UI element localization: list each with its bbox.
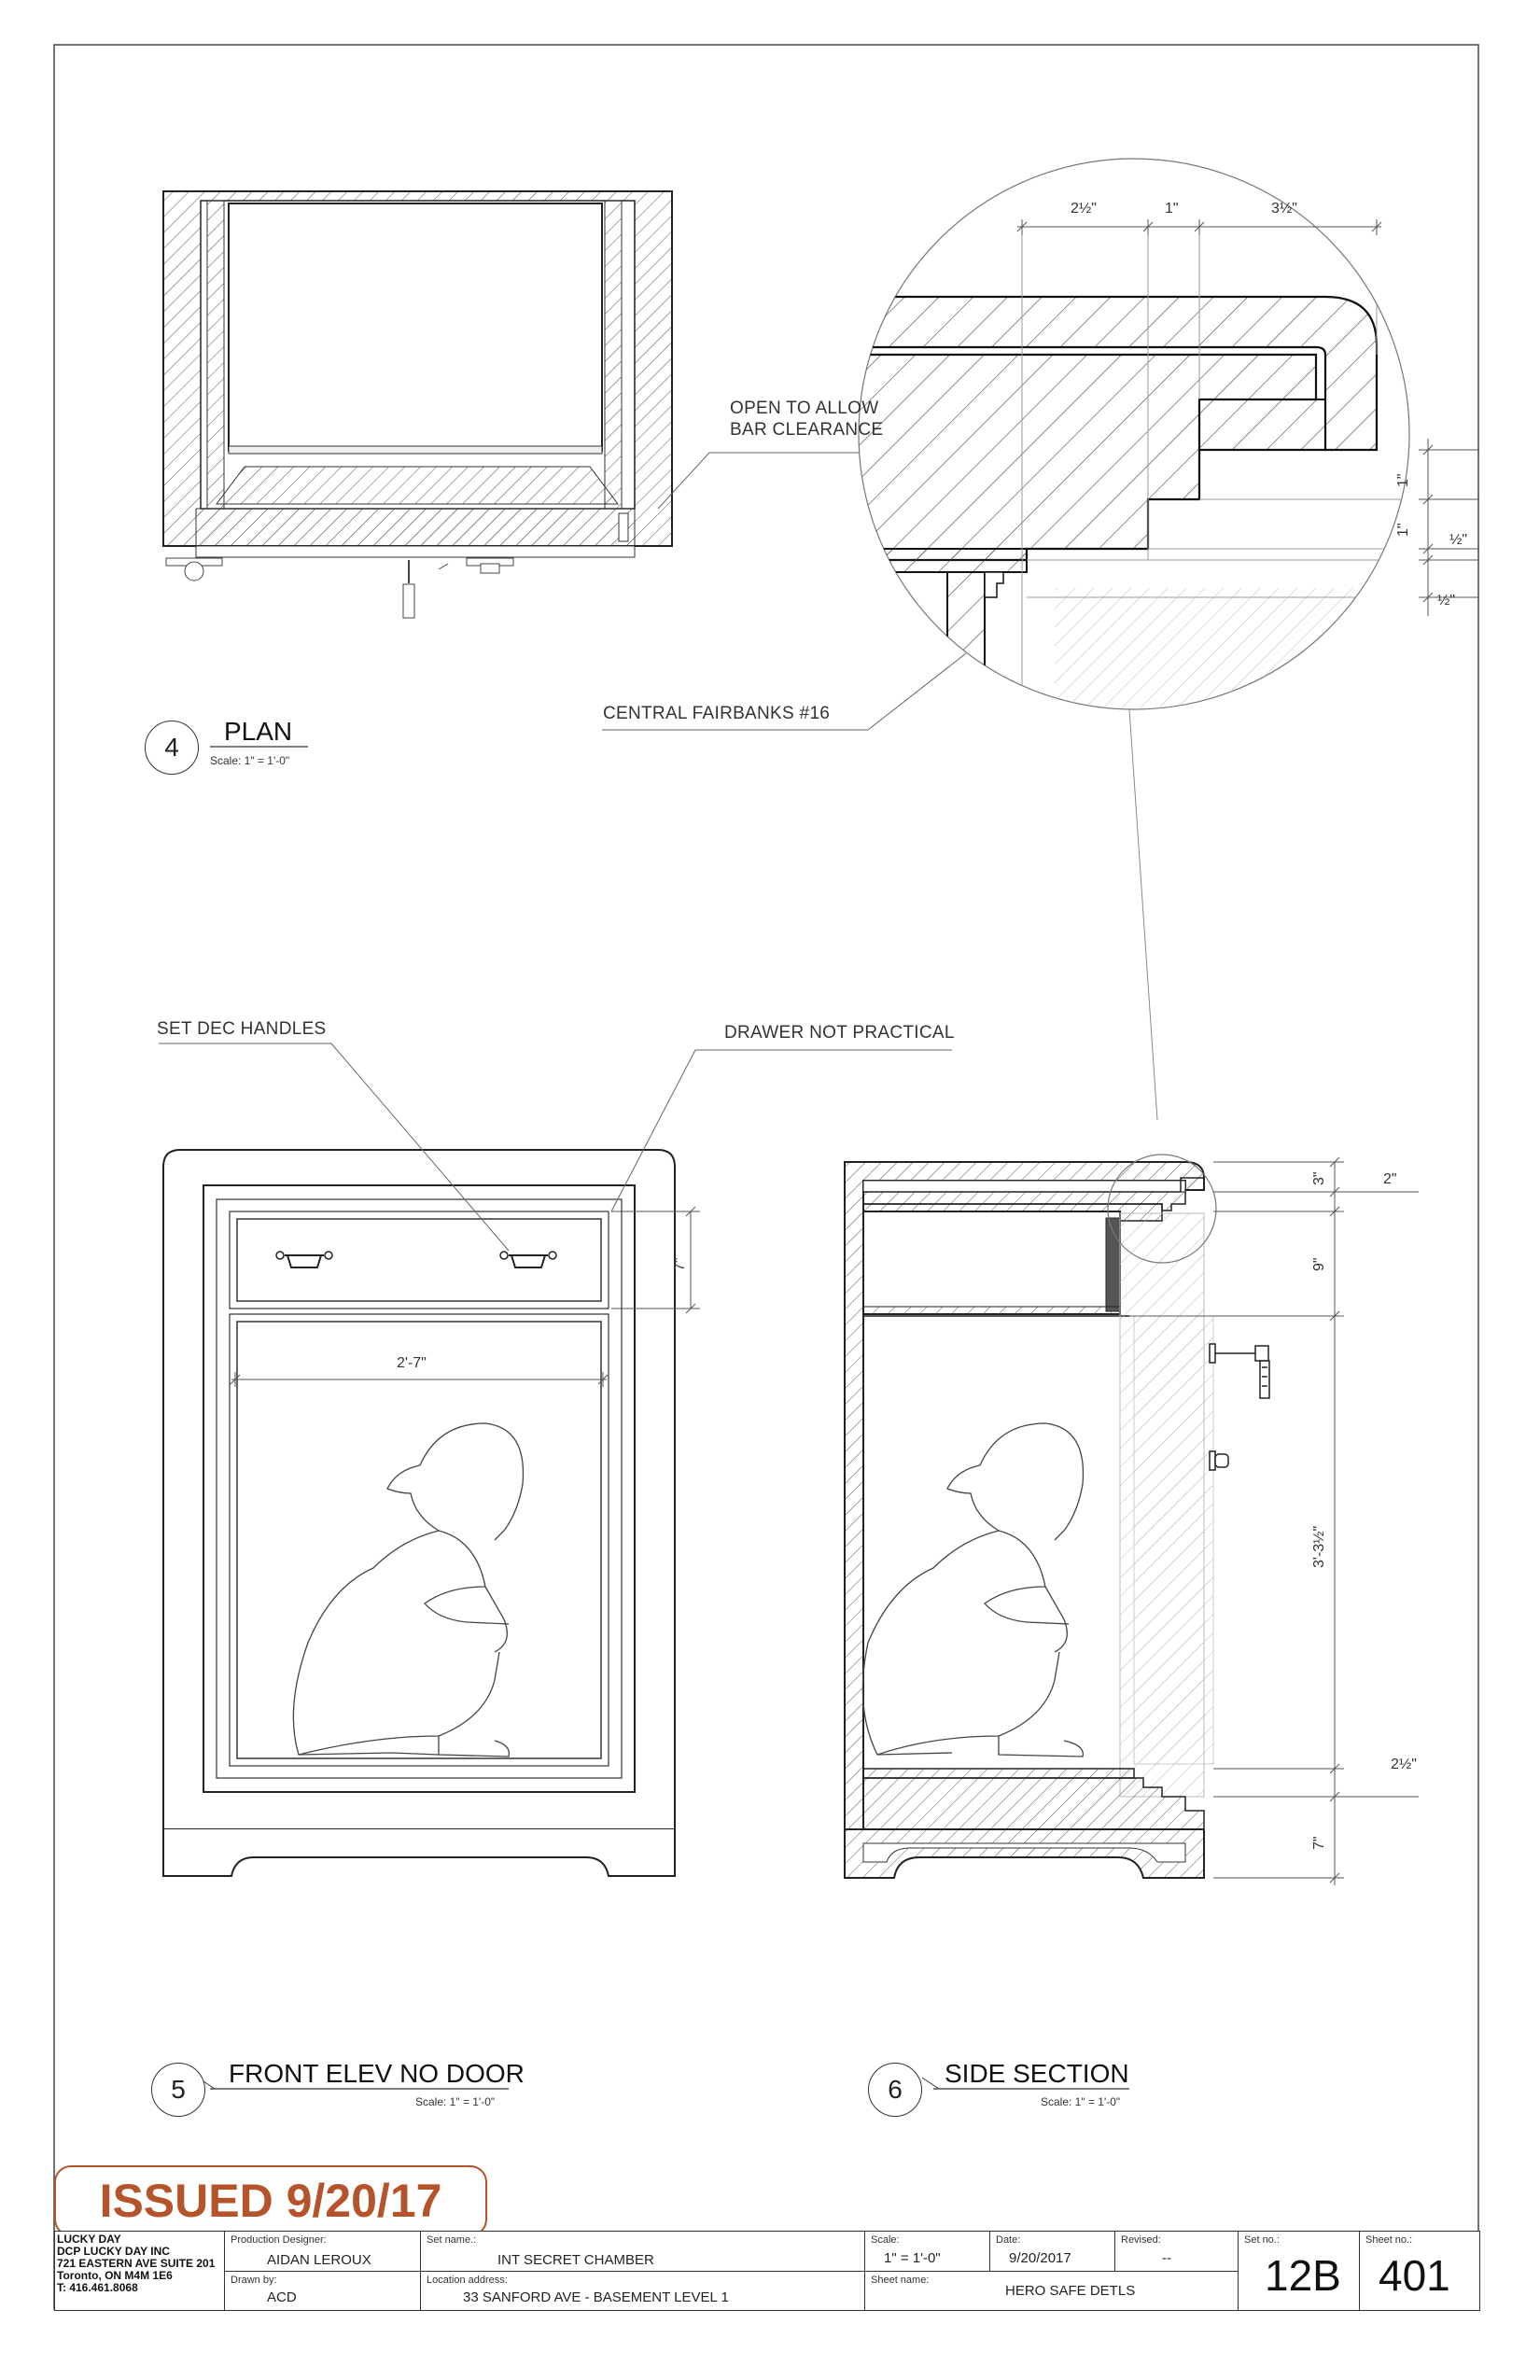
dim-side-9: 9"	[1311, 1257, 1327, 1271]
dim-detail-2-half: 2½"	[1071, 201, 1097, 217]
detail-circle	[602, 158, 1479, 1121]
set-no-cell: Set no.: 12B	[1239, 2232, 1360, 2310]
crouching-figure-front	[292, 1422, 525, 1757]
scale-subcell: Scale: 1" = 1'-0"	[865, 2232, 990, 2271]
view-scale-plan: Scale: 1" = 1'-0"	[210, 754, 290, 767]
dim-detail-v-1a: 1"	[1395, 473, 1411, 487]
callout-bar-clearance: BAR CLEARANCE	[730, 420, 884, 440]
crouching-figure-side	[861, 1422, 1085, 1757]
callout-central-fairbanks: CENTRAL FAIRBANKS #16	[603, 704, 831, 723]
company-line-3: 721 EASTERN AVE SUITE 201	[57, 2257, 216, 2270]
view-number-side: 6	[868, 2063, 922, 2117]
production-designer: AIDAN LEROUX	[267, 2252, 371, 2268]
view-scale-front: Scale: 1" = 1'-0"	[415, 2095, 496, 2108]
side-section	[844, 1154, 1419, 1885]
dim-detail-3-half: 3½"	[1271, 201, 1297, 217]
company-cell: LUCKY DAY DCP LUCKY DAY INC 721 EASTERN …	[55, 2232, 225, 2310]
dim-detail-1: 1"	[1165, 201, 1179, 217]
drawn-by-caption: Drawn by:	[231, 2275, 277, 2286]
callout-open-to-allow: OPEN TO ALLOW	[730, 399, 879, 418]
sheet-name-caption: Sheet name:	[871, 2275, 930, 2286]
view-scale-side: Scale: 1" = 1'-0"	[1041, 2095, 1121, 2108]
view-title-side: SIDE SECTION	[945, 2059, 1129, 2088]
safe-handle	[1209, 1343, 1270, 1471]
dim-front-7: 7"	[672, 1257, 688, 1271]
sheet-no-caption: Sheet no.:	[1365, 2234, 1413, 2246]
company-line-1: LUCKY DAY	[57, 2233, 121, 2246]
location-caption: Location address:	[427, 2275, 508, 2286]
revised-value: --	[1162, 2250, 1171, 2266]
set-cell: Set name.: INT SECRET CHAMBER Location a…	[421, 2232, 865, 2310]
view-title-plan: PLAN	[224, 717, 293, 746]
set-name-caption: Set name.:	[427, 2234, 477, 2246]
dim-front-width: 2'-7"	[397, 1355, 427, 1371]
sheet-no: 401	[1379, 2251, 1450, 2300]
dim-detail-v-half-a: ½"	[1449, 532, 1468, 548]
revised-subcell: Revised: --	[1115, 2232, 1239, 2271]
set-no: 12B	[1265, 2251, 1341, 2300]
dim-side-2-half: 2½"	[1391, 1757, 1417, 1772]
date-value: 9/20/2017	[1009, 2250, 1071, 2266]
sheet-name: HERO SAFE DETLS	[1005, 2283, 1136, 2299]
location: 33 SANFORD AVE - BASEMENT LEVEL 1	[463, 2289, 729, 2305]
view-number-front: 5	[151, 2063, 205, 2117]
date-subcell: Date: 9/20/2017	[990, 2232, 1115, 2271]
date-caption: Date:	[996, 2234, 1021, 2246]
company-line-5: T: 416.461.8068	[57, 2281, 138, 2294]
title-block: LUCKY DAY DCP LUCKY DAY INC 721 EASTERN …	[54, 2231, 1480, 2311]
callout-drawer-not-practical: DRAWER NOT PRACTICAL	[724, 1023, 955, 1043]
callout-set-dec-handles: SET DEC HANDLES	[157, 1019, 327, 1039]
view-number-plan: 4	[145, 721, 199, 775]
dim-side-2: 2"	[1383, 1171, 1397, 1187]
scale-value: 1" = 1'-0"	[884, 2250, 941, 2266]
view-title-front: FRONT ELEV NO DOOR	[229, 2059, 525, 2088]
revised-caption: Revised:	[1121, 2234, 1161, 2246]
designer-cell: Production Designer: AIDAN LEROUX Drawn …	[225, 2232, 421, 2310]
dim-side-height: 3'-3½"	[1311, 1525, 1327, 1568]
drawn-by: ACD	[267, 2289, 297, 2305]
issued-stamp: ISSUED 9/20/17	[54, 2165, 487, 2236]
scale-caption: Scale:	[871, 2234, 900, 2246]
front-elevation	[159, 1043, 952, 1877]
company-line-2: DCP LUCKY DAY INC	[57, 2245, 170, 2258]
dim-side-3: 3"	[1311, 1171, 1327, 1185]
production-designer-caption: Production Designer:	[231, 2234, 327, 2246]
set-name: INT SECRET CHAMBER	[497, 2252, 654, 2268]
dim-detail-v-1b: 1"	[1395, 523, 1411, 537]
dim-detail-v-half-b: ½"	[1437, 593, 1456, 609]
set-no-caption: Set no.:	[1244, 2234, 1280, 2246]
sheet-no-cell: Sheet no.: 401	[1360, 2232, 1479, 2310]
company-line-4: Toronto, ON M4M 1E6	[57, 2269, 173, 2282]
meta-cell: Scale: 1" = 1'-0" Date: 9/20/2017 Revise…	[865, 2232, 1239, 2310]
dim-side-7: 7"	[1311, 1836, 1327, 1850]
plan-view	[162, 190, 882, 619]
